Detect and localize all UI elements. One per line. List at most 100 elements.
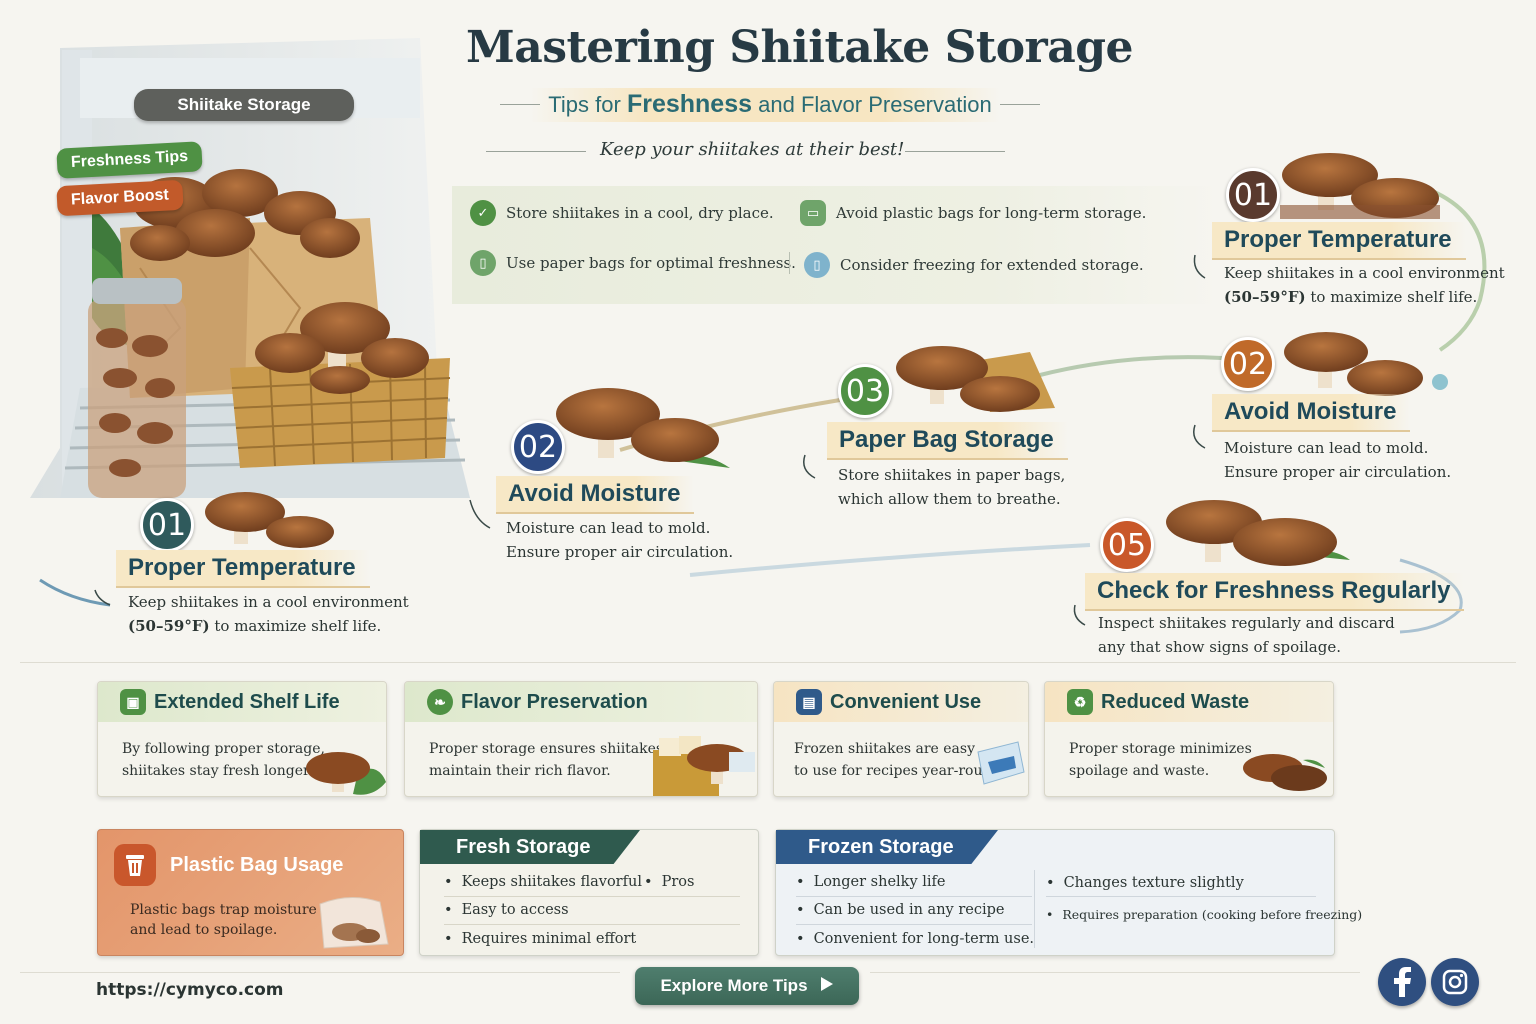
step-desc-line: Inspect shiitakes regularly and discard: [1098, 614, 1395, 632]
benefit-line: Proper storage minimizes: [1069, 741, 1252, 757]
step-title: Proper Temperature: [1212, 222, 1466, 260]
bag-icon: ▭: [800, 200, 826, 226]
benefit-card: ♻ Reduced Waste Proper storage minimizes…: [1044, 681, 1334, 797]
benefit-title: Reduced Waste: [1101, 690, 1250, 713]
subtitle-part: and: [758, 92, 795, 117]
frozen-storage-con: Requires preparation (cooking before fre…: [1046, 907, 1362, 922]
benefit-text: Proper storage ensures shiitakes maintai…: [429, 738, 663, 782]
food-container-illustration: [653, 736, 755, 796]
tagline: Keep your shiitakes at their best!: [600, 139, 905, 160]
subtitle-part: Flavor Preservation: [800, 92, 992, 117]
divider: [905, 151, 1005, 152]
step-number: 03: [838, 364, 892, 418]
trash-icon: [114, 844, 156, 886]
tip-text: Consider freezing for extended storage.: [840, 256, 1144, 274]
step-number: 01: [1226, 168, 1280, 222]
shiitake-storage-label: Shiitake Storage: [134, 89, 354, 121]
subtitle: Tips for Freshness and Flavor Preservati…: [500, 84, 1040, 126]
fresh-storage-title: Fresh Storage: [420, 830, 640, 864]
fridge-drawing: [30, 38, 470, 498]
step-desc-line: Moisture can lead to mold.: [1224, 439, 1429, 457]
step-desc-line: (50–59°F) to maximize shelf life.: [1224, 285, 1505, 309]
benefit-card: ▣ Extended Shelf Life By following prope…: [97, 681, 387, 797]
step-title: Avoid Moisture: [1212, 394, 1411, 432]
fresh-storage-panel: Fresh Storage Keeps shiitakes flavorful …: [419, 829, 759, 956]
divider: [789, 252, 790, 274]
benefit-text: By following proper storage, shiitakes s…: [122, 738, 325, 782]
subtitle-part: Tips for: [548, 92, 621, 117]
tip-item: ▯ Use paper bags for optimal freshness.: [470, 250, 796, 276]
step-desc-line: Keep shiitakes in a cool environment: [128, 593, 409, 611]
frozen-storage-item: Longer shelky life: [796, 874, 946, 890]
divider: [486, 151, 586, 152]
website-link[interactable]: https://cymyco.com: [96, 980, 284, 1000]
temperature-range: (50–59°F): [128, 617, 210, 635]
subtitle-part: Freshness: [626, 90, 752, 118]
page-title: Mastering Shiitake Storage: [466, 22, 1134, 73]
benefit-title: Extended Shelf Life: [154, 690, 340, 713]
tip-item: ▯ Consider freezing for extended storage…: [804, 252, 1144, 278]
benefit-line: By following proper storage,: [122, 741, 325, 757]
step-number: 01: [140, 498, 194, 552]
tip-text: Store shiitakes in a cool, dry place.: [506, 204, 774, 222]
tips-band: ✓ Store shiitakes in a cool, dry place. …: [452, 186, 1222, 304]
step-desc-line: (50–59°F) to maximize shelf life.: [128, 614, 409, 638]
benefit-text: Frozen shiitakes are easy to use for rec…: [794, 738, 1000, 782]
plastic-line: and lead to spoilage.: [130, 922, 278, 938]
benefit-title: Flavor Preservation: [461, 690, 648, 713]
explore-more-tips-button[interactable]: Explore More Tips: [635, 967, 859, 1005]
frozen-storage-title: Frozen Storage: [776, 830, 998, 864]
frozen-storage-item: Can be used in any recipe: [796, 902, 1005, 918]
plastic-bag-title: Plastic Bag Usage: [170, 854, 344, 876]
temperature-range: (50–59°F): [1224, 288, 1306, 306]
play-arrow-icon: [820, 976, 834, 997]
step-description: Keep shiitakes in a cool environment (50…: [1224, 261, 1505, 309]
leaf-icon: ❧: [427, 689, 453, 715]
frozen-storage-con: Changes texture slightly: [1046, 875, 1244, 891]
step-description: Keep shiitakes in a cool environment (50…: [128, 590, 409, 638]
benefit-title: Convenient Use: [830, 690, 982, 713]
benefit-line: maintain their rich flavor.: [429, 763, 611, 779]
paper-bag-icon: ▯: [470, 250, 496, 276]
step-description: Inspect shiitakes regularly and discard …: [1098, 611, 1395, 659]
step-title: Avoid Moisture: [496, 476, 695, 514]
fresh-storage-item: Keeps shiitakes flavorful: [444, 874, 642, 890]
instagram-icon[interactable]: [1431, 958, 1479, 1006]
step-desc-line: Store shiitakes in paper bags,: [838, 466, 1066, 484]
plastic-bag-illustration: [319, 897, 389, 949]
tip-text: Use paper bags for optimal freshness.: [506, 254, 796, 272]
benefit-line: Proper storage ensures shiitakes: [429, 741, 664, 757]
step-desc-line: Keep shiitakes in a cool environment: [1224, 264, 1505, 282]
fresh-storage-item: Easy to access: [444, 902, 569, 918]
check-icon: ✓: [470, 200, 496, 226]
tip-item: ✓ Store shiitakes in a cool, dry place.: [470, 200, 774, 226]
step-description: Moisture can lead to mold. Ensure proper…: [506, 516, 733, 564]
fresh-storage-item: Requires minimal effort: [444, 931, 637, 947]
plastic-bag-panel: Plastic Bag Usage Plastic bags trap mois…: [97, 829, 404, 956]
frozen-storage-item: Convenient for long-term use.: [796, 931, 1034, 947]
plastic-bag-text: Plastic bags trap moisture and lead to s…: [130, 900, 317, 940]
fresh-storage-pros: Pros: [644, 874, 695, 890]
step-desc-line: Moisture can lead to mold.: [506, 519, 711, 537]
step-desc-line: which allow them to breathe.: [838, 490, 1061, 508]
step-title: Proper Temperature: [116, 550, 370, 588]
tip-item: ▭ Avoid plastic bags for long-term stora…: [800, 200, 1146, 226]
recycle-icon: ♻: [1067, 689, 1093, 715]
step-desc-line: any that show signs of spoilage.: [1098, 638, 1341, 656]
bag-icon: ▤: [796, 689, 822, 715]
explore-button-label: Explore More Tips: [660, 976, 808, 995]
benefit-line: shiitakes stay fresh longer.: [122, 763, 313, 779]
facebook-icon[interactable]: [1378, 958, 1426, 1006]
tip-text: Avoid plastic bags for long-term storage…: [836, 204, 1147, 222]
benefit-line: to use for recipes year-round: [794, 763, 1001, 779]
divider: [20, 662, 1516, 663]
step-desc-text: to maximize shelf life.: [1305, 288, 1478, 306]
frozen-storage-panel: Frozen Storage Longer shelky life Can be…: [775, 829, 1362, 956]
benefit-line: Frozen shiitakes are easy: [794, 741, 975, 757]
step-title: Paper Bag Storage: [827, 422, 1068, 460]
freezer-bag-icon: ▯: [804, 252, 830, 278]
benefit-card: ❧ Flavor Preservation Proper storage ens…: [404, 681, 758, 797]
step-description: Moisture can lead to mold. Ensure proper…: [1224, 436, 1451, 484]
benefit-text: Proper storage minimizes spoilage and wa…: [1069, 738, 1252, 782]
step-desc-line: Ensure proper air circulation.: [506, 543, 734, 561]
